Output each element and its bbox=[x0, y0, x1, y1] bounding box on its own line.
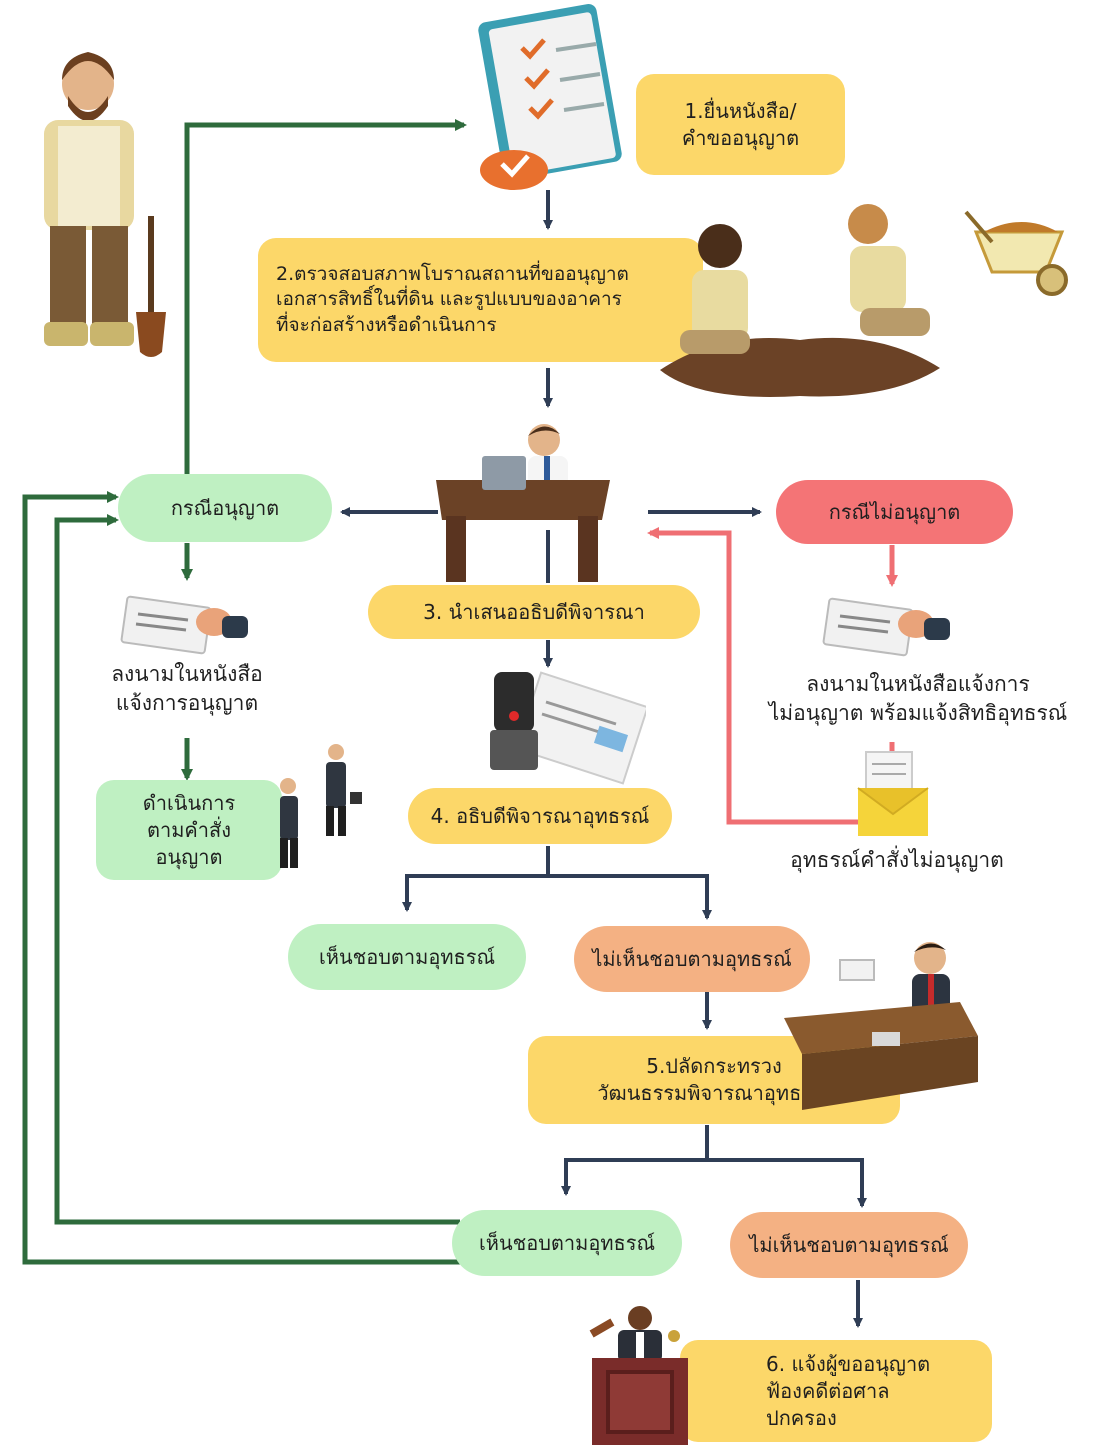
agree-appeal-2-label: เห็นชอบตามอุทธรณ์ bbox=[478, 1230, 656, 1255]
step5-label: 5.ปลัดกระทรวง วัฒนธรรมพิจารณาอุทธรณ์ bbox=[597, 1054, 831, 1105]
executive-desk-illustration bbox=[784, 942, 978, 1110]
step4-box: 4. อธิบดีพิจารณาอุทธรณ์ bbox=[408, 788, 672, 844]
step1-box: 1.ยื่นหนังสือ/ คำขออนุญาต bbox=[636, 74, 845, 175]
explorer-illustration bbox=[44, 52, 166, 357]
envelope-icon bbox=[857, 751, 929, 836]
step4-label: 4. อธิบดีพิจารณาอุทธรณ์ bbox=[430, 803, 650, 828]
step3-label: 3. นำเสนออธิบดีพิจารณา bbox=[423, 599, 645, 624]
approved-label: กรณีอนุญาต bbox=[170, 495, 280, 520]
agree-appeal-1-box: เห็นชอบตามอุทธรณ์ bbox=[288, 924, 526, 990]
sign-approval-label: ลงนามในหนังสือ แจ้งการอนุญาต bbox=[111, 662, 263, 716]
signing-hand-icon bbox=[120, 595, 248, 655]
proceed-box: ดำเนินการ ตามคำสั่ง อนุญาต bbox=[96, 780, 282, 880]
step2-box: 2.ตรวจสอบสภาพโบราณสถานที่ขออนุญาต เอกสาร… bbox=[258, 238, 703, 362]
disagree-appeal-2-box: ไม่เห็นชอบตามอุทธรณ์ bbox=[730, 1212, 968, 1278]
sign-denial-label: ลงนามในหนังสือแจ้งการ ไม่อนุญาต พร้อมแจ้… bbox=[768, 672, 1068, 726]
disagree-appeal-1-label: ไม่เห็นชอบตามอุทธรณ์ bbox=[592, 946, 792, 971]
sign-denial-text: ลงนามในหนังสือแจ้งการ ไม่อนุญาต พร้อมแจ้… bbox=[740, 670, 1096, 729]
step3-box: 3. นำเสนออธิบดีพิจารณา bbox=[368, 585, 700, 639]
step1-label: 1.ยื่นหนังสือ/ คำขออนุญาต bbox=[681, 98, 800, 150]
not-approved-label: กรณีไม่อนุญาต bbox=[828, 499, 961, 524]
checklist-icon bbox=[478, 4, 622, 190]
handshake-illustration bbox=[280, 744, 362, 868]
sign-approval-text: ลงนามในหนังสือ แจ้งการอนุญาต bbox=[72, 660, 302, 719]
step2-label: 2.ตรวจสอบสภาพโบราณสถานที่ขออนุญาต เอกสาร… bbox=[276, 262, 629, 336]
not-approved-box: กรณีไม่อนุญาต bbox=[776, 480, 1013, 544]
approved-box: กรณีอนุญาต bbox=[118, 474, 332, 542]
officer-desk-illustration bbox=[436, 424, 610, 582]
step5-box: 5.ปลัดกระทรวง วัฒนธรรมพิจารณาอุทธรณ์ bbox=[528, 1036, 900, 1124]
agree-appeal-1-label: เห็นชอบตามอุทธรณ์ bbox=[318, 944, 496, 969]
agree-appeal-2-box: เห็นชอบตามอุทธรณ์ bbox=[452, 1210, 682, 1276]
signing-hand-icon-2 bbox=[822, 597, 950, 657]
excavation-illustration bbox=[660, 204, 940, 397]
step6-label: 6. แจ้งผู้ขออนุญาต ฟ้องคดีต่อศาล ปกครอง bbox=[766, 1351, 931, 1430]
proceed-label: ดำเนินการ ตามคำสั่ง อนุญาต bbox=[142, 790, 236, 869]
stamp-document-icon bbox=[490, 671, 646, 785]
wheelbarrow-icon bbox=[964, 210, 1068, 296]
disagree-appeal-1-box: ไม่เห็นชอบตามอุทธรณ์ bbox=[574, 926, 810, 992]
step6-box: 6. แจ้งผู้ขออนุญาต ฟ้องคดีต่อศาล ปกครอง bbox=[680, 1340, 992, 1442]
appeal-denial-text: อุทธรณ์คำสั่งไม่อนุญาต bbox=[766, 846, 1028, 875]
judge-podium-illustration bbox=[589, 1306, 688, 1445]
appeal-denial-label: อุทธรณ์คำสั่งไม่อนุญาต bbox=[790, 848, 1004, 872]
disagree-appeal-2-label: ไม่เห็นชอบตามอุทธรณ์ bbox=[749, 1232, 949, 1257]
